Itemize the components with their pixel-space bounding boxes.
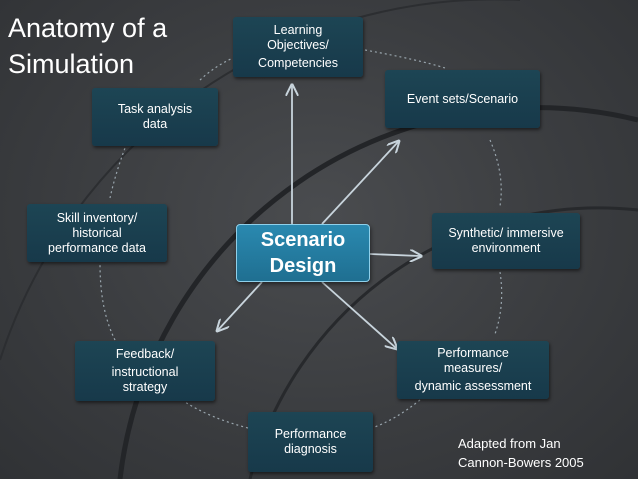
node-task-analysis: Task analysis data xyxy=(92,88,218,146)
slide-title: Anatomy of a Simulation xyxy=(8,10,167,82)
center-line-2: Design xyxy=(269,255,337,277)
node-performance-measures: Performance measures/ dynamic assessment xyxy=(397,341,549,399)
slide-title-line-1: Anatomy of a xyxy=(8,13,168,43)
arrow-to-synthetic xyxy=(369,254,420,256)
node-measures-line-3: dynamic assessment xyxy=(414,379,532,393)
cycle-link-synthetic-measures xyxy=(494,271,503,335)
node-feedback-line-1: Feedback/ xyxy=(115,347,175,361)
cycle-link-diagnosis-feedback xyxy=(184,401,249,429)
node-skill-inventory: Skill inventory/ historical performance … xyxy=(27,204,167,262)
node-learning-line-3: Competencies xyxy=(258,56,338,70)
source-credit: Adapted from Jan Cannon-Bowers 2005 xyxy=(458,434,584,472)
arrow-to-measures xyxy=(321,281,396,348)
source-credit-line-1: Adapted from Jan xyxy=(458,436,561,451)
node-measures-line-1: Performance xyxy=(437,346,509,360)
cycle-link-task-learning xyxy=(199,57,234,81)
center-node-scenario-design: Scenario Design xyxy=(236,224,370,282)
node-diagnosis-line-1: Performance xyxy=(274,427,347,441)
cycle-link-learning-events xyxy=(364,49,446,69)
node-feedback: Feedback/ instructional strategy xyxy=(75,341,215,401)
node-events-line-1: Event sets/Scenario xyxy=(406,91,519,106)
node-skill-line-1: Skill inventory/ xyxy=(56,210,138,225)
node-event-sets: Event sets/Scenario xyxy=(385,70,540,128)
node-learning-line-1: Learning xyxy=(273,23,323,37)
node-diagnosis-line-2: diagnosis xyxy=(284,442,337,456)
node-learning-line-2: Objectives/ xyxy=(267,38,329,52)
center-line-1: Scenario xyxy=(260,229,346,251)
node-measures-line-2: measures/ xyxy=(443,361,503,375)
node-task-line-2: data xyxy=(142,117,168,131)
cycle-link-events-synthetic xyxy=(489,139,502,207)
source-credit-line-2: Cannon-Bowers 2005 xyxy=(458,455,584,470)
node-task-line-1: Task analysis xyxy=(117,102,193,116)
node-skill-line-2: historical xyxy=(72,225,122,240)
arrow-to-events xyxy=(321,142,398,225)
slide-title-line-2: Simulation xyxy=(8,49,135,79)
cycle-link-measures-diagnosis xyxy=(371,399,421,429)
node-feedback-line-3: strategy xyxy=(122,380,168,394)
background-arc-2 xyxy=(248,206,638,479)
node-learning-objectives: Learning Objectives/ Competencies xyxy=(233,17,363,77)
node-synthetic-line-1: Synthetic/ immersive xyxy=(448,226,564,240)
node-synthetic-line-2: environment xyxy=(471,241,541,255)
node-synthetic-environment: Synthetic/ immersive environment xyxy=(432,213,580,269)
node-performance-diagnosis: Performance diagnosis xyxy=(248,412,373,472)
cycle-link-feedback-skill xyxy=(99,263,116,341)
arrow-to-feedback xyxy=(218,281,263,330)
node-skill-line-3: performance data xyxy=(48,240,146,255)
node-feedback-line-2: instructional xyxy=(111,365,179,379)
cycle-link-skill-task xyxy=(109,147,126,199)
